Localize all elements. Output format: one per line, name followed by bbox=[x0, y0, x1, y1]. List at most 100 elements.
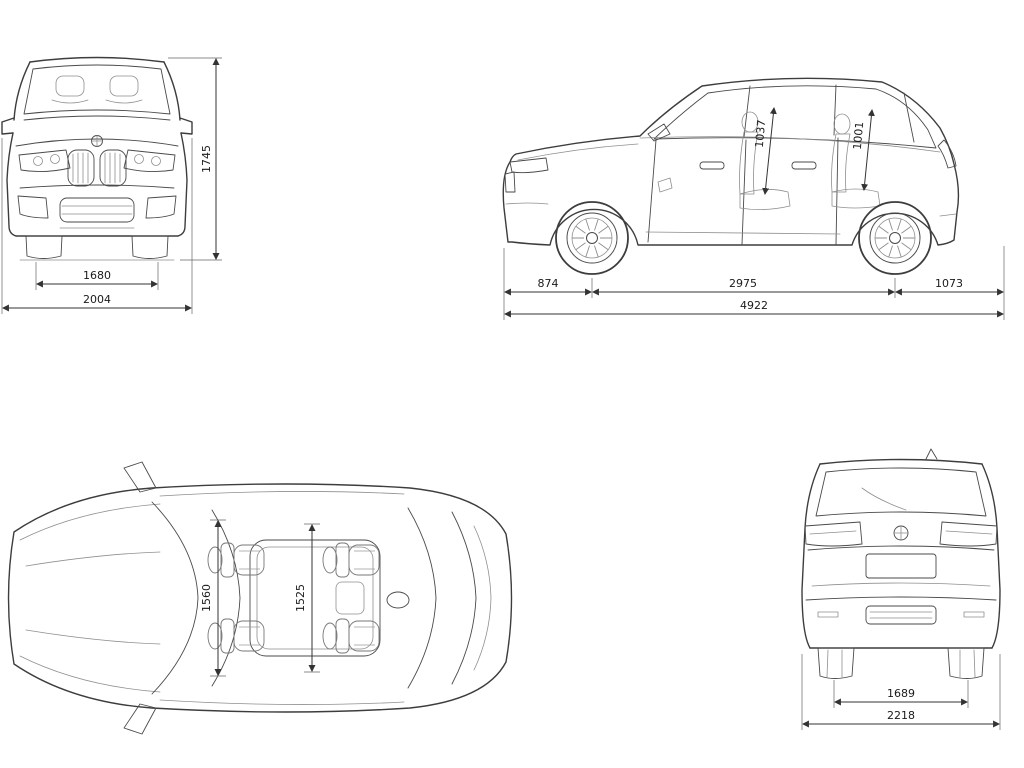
dimension-front-interior-width: 1560 bbox=[200, 519, 226, 677]
rear-seat-left bbox=[322, 542, 380, 578]
dimension-front-overhang-label: 874 bbox=[538, 277, 559, 290]
roundel-cross bbox=[91, 135, 103, 147]
headlight-lens bbox=[33, 156, 43, 166]
rear-seat-right bbox=[322, 618, 380, 654]
roundel-cross bbox=[893, 525, 909, 541]
dimension-overall-length: 4922 bbox=[503, 299, 1005, 318]
extension-line bbox=[1, 138, 193, 314]
kidney-grille-right bbox=[99, 149, 127, 187]
diffuser-slats bbox=[869, 611, 933, 619]
d-pillar bbox=[903, 92, 915, 143]
bumper-crease bbox=[805, 596, 997, 601]
dim-line bbox=[762, 106, 777, 196]
dimension-rear-width: 2218 bbox=[801, 654, 1001, 730]
body-side-right bbox=[981, 463, 1001, 649]
reflector-right bbox=[963, 611, 985, 618]
front-seat-left bbox=[207, 542, 265, 578]
fender-line-bottom bbox=[19, 655, 161, 693]
cowl-arc bbox=[151, 501, 199, 695]
spoiler-arc bbox=[473, 525, 492, 671]
dimension-overall-length-label: 4922 bbox=[740, 299, 768, 312]
dimension-rear-interior-width: 1525 bbox=[294, 523, 320, 673]
taillight-right bbox=[939, 521, 998, 547]
dimension-wheelbase: 2975 bbox=[591, 277, 896, 298]
headlight-lens bbox=[50, 154, 60, 164]
front-seat-outline bbox=[739, 111, 791, 210]
headlight-right bbox=[123, 149, 176, 173]
kidney-grille-left bbox=[67, 149, 95, 187]
dimension-rear-overhang: 1073 bbox=[894, 246, 1005, 320]
taillight-right-inner bbox=[945, 530, 993, 535]
door-handle-front bbox=[699, 161, 725, 170]
hatch-arc bbox=[451, 511, 477, 685]
body-profile bbox=[502, 77, 960, 246]
hood-crease-bottom bbox=[25, 629, 161, 645]
bumper-crease bbox=[19, 184, 175, 189]
rear-wheel-right bbox=[947, 647, 985, 679]
intake-slats bbox=[61, 205, 133, 215]
hood-crease-top bbox=[25, 551, 161, 567]
dimension-rear-headroom-label: 1001 bbox=[851, 121, 866, 150]
headrest-right bbox=[109, 75, 139, 97]
rear-window-arc bbox=[407, 507, 437, 689]
side-line-top bbox=[159, 491, 405, 497]
diffuser bbox=[865, 605, 937, 625]
grille-side bbox=[504, 171, 516, 193]
tread-right bbox=[959, 649, 976, 678]
front-intake-line bbox=[505, 202, 549, 205]
door-seam-front bbox=[647, 139, 657, 243]
dimension-front-headroom-label: 1037 bbox=[753, 119, 768, 148]
dimension-front-width-label: 2004 bbox=[83, 293, 111, 306]
rear-wiper bbox=[861, 487, 907, 511]
tread-left bbox=[826, 649, 843, 678]
tailgate-lower-seam bbox=[811, 582, 991, 587]
mirror-top bbox=[123, 461, 157, 493]
rear-bumper-line bbox=[939, 213, 957, 217]
panoramic-roof bbox=[249, 539, 381, 657]
reflector-left bbox=[817, 611, 839, 618]
taillight-left bbox=[804, 521, 863, 547]
extension-line bbox=[168, 57, 222, 261]
a-pillar-right bbox=[163, 61, 181, 121]
dimension-front-height-label: 1745 bbox=[200, 145, 213, 173]
roof-line bbox=[29, 56, 165, 63]
rear-window bbox=[815, 467, 987, 517]
antenna-fin bbox=[925, 448, 938, 460]
dim-line bbox=[861, 108, 875, 192]
b-pillar bbox=[743, 85, 751, 138]
cowl-line bbox=[23, 115, 171, 121]
dimension-rear-width-label: 2218 bbox=[887, 709, 915, 722]
fog-inlet-right bbox=[145, 195, 177, 219]
windshield-top-arc bbox=[211, 509, 241, 687]
dimension-front-headroom: 1037 bbox=[753, 106, 777, 196]
door-handle-rear bbox=[791, 161, 817, 170]
dimension-rear-headroom: 1001 bbox=[851, 108, 875, 192]
dimension-front-width: 2004 bbox=[1, 138, 193, 314]
taillight-left-inner bbox=[809, 530, 857, 535]
dimension-rear-track: 1689 bbox=[833, 680, 969, 708]
rear-wheel bbox=[858, 201, 932, 275]
roof-inner bbox=[256, 546, 374, 650]
rear-view-car bbox=[801, 448, 1001, 679]
body-side-right bbox=[177, 132, 188, 237]
side-mirror bbox=[647, 123, 671, 142]
front-wheel-right bbox=[131, 235, 169, 259]
front-wheel bbox=[555, 201, 629, 275]
mirror-right bbox=[179, 117, 193, 135]
side-view-car bbox=[502, 77, 960, 275]
plan-outline bbox=[7, 483, 513, 713]
lower-intake bbox=[59, 197, 135, 223]
rear-wheel-left bbox=[817, 647, 855, 679]
mirror-bottom bbox=[123, 703, 157, 735]
fender-vent bbox=[657, 177, 673, 193]
dimension-front-track-label: 1680 bbox=[83, 269, 111, 282]
extension-line bbox=[801, 654, 1001, 730]
rear-headrest bbox=[833, 113, 851, 135]
dimension-rear-track-label: 1689 bbox=[887, 687, 915, 700]
dimension-front-height: 1745 bbox=[168, 57, 222, 261]
front-cushion bbox=[739, 189, 791, 210]
seat-backs bbox=[51, 99, 143, 104]
a-pillar-left bbox=[13, 61, 31, 121]
roof-line bbox=[819, 458, 983, 465]
